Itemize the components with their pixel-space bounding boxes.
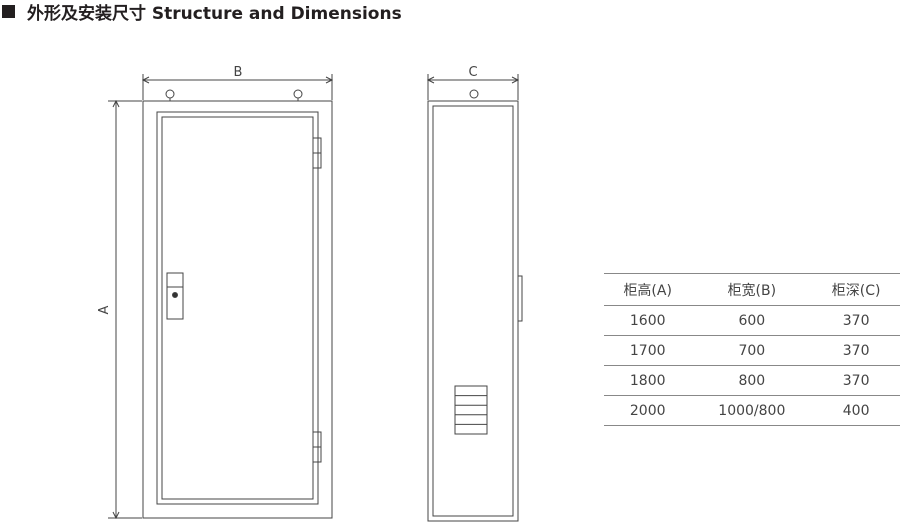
header-width: 柜宽(B): [691, 273, 813, 306]
square-bullet-icon: [2, 4, 15, 18]
cell: 800: [691, 365, 813, 396]
cell: 2000: [604, 395, 692, 426]
table-header-row: 柜高(A) 柜宽(B) 柜深(C): [604, 273, 900, 306]
section-title: 外形及安装尺寸 Structure and Dimensions: [2, 0, 402, 24]
cell: 1000/800: [691, 395, 813, 426]
cell: 700: [691, 335, 813, 366]
cell: 400: [812, 395, 900, 426]
cell: 1600: [604, 305, 692, 336]
cell: 1800: [604, 365, 692, 396]
cell: 1700: [604, 335, 692, 366]
vent-louver: [454, 385, 488, 435]
header-height: 柜高(A): [604, 273, 692, 306]
cell: 370: [812, 335, 900, 366]
dim-b-label: B: [234, 65, 243, 80]
cell: 370: [812, 305, 900, 336]
dim-a-label: A: [97, 305, 112, 314]
section-title-text: 外形及安装尺寸 Structure and Dimensions: [27, 3, 402, 24]
front-view: B A: [97, 65, 334, 520]
side-view: C: [426, 65, 523, 522]
door-handle: [166, 272, 184, 320]
cell: 370: [812, 365, 900, 396]
header-depth: 柜深(C): [812, 273, 900, 306]
cell: 600: [691, 305, 813, 336]
dim-c-label: C: [468, 65, 477, 80]
